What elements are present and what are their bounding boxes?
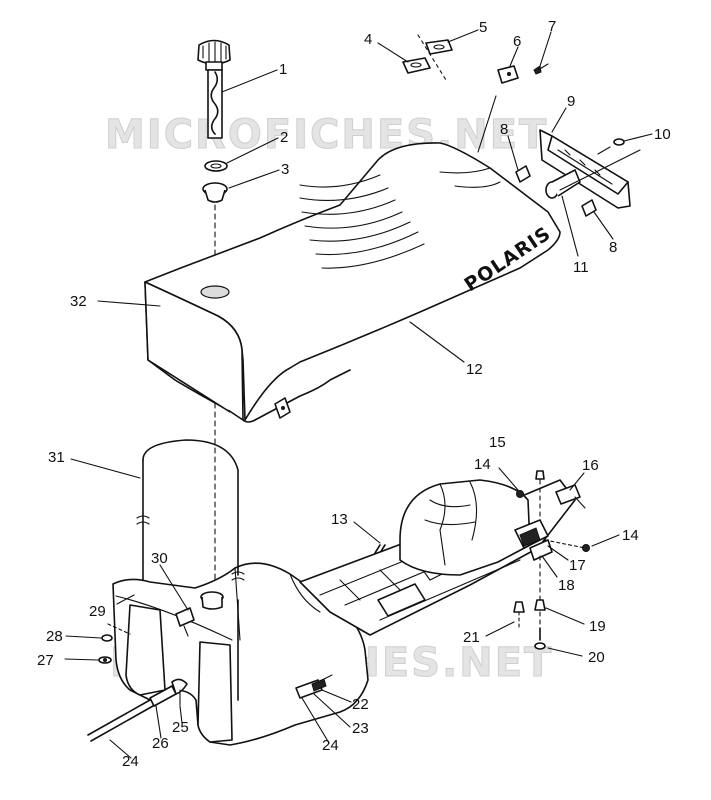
grommet-8b bbox=[581, 199, 597, 217]
callout-14a: 14 bbox=[474, 456, 491, 473]
grommet-19 bbox=[534, 599, 546, 611]
nut-14a bbox=[516, 490, 524, 498]
callout-3: 3 bbox=[281, 161, 289, 178]
callout-21: 21 bbox=[463, 629, 480, 646]
grommet-21 bbox=[513, 601, 525, 631]
screw-10 bbox=[597, 138, 625, 155]
callout-31: 31 bbox=[48, 449, 65, 466]
fuel-tank bbox=[112, 562, 369, 746]
callout-9: 9 bbox=[567, 93, 575, 110]
washer-27 bbox=[98, 656, 112, 664]
callout-6: 6 bbox=[513, 33, 521, 50]
callout-labels: 1 2 3 4 5 6 7 8 9 10 11 8 12 32 31 13 15… bbox=[37, 18, 671, 770]
bulb-socket-11 bbox=[545, 169, 581, 199]
switch-assembly bbox=[514, 519, 553, 561]
rivet-plate-5 bbox=[425, 39, 453, 55]
fuel-cap bbox=[197, 39, 231, 139]
callout-8a: 8 bbox=[500, 121, 508, 138]
callout-25: 25 bbox=[172, 719, 189, 736]
leader-lines bbox=[64, 29, 653, 759]
washer bbox=[204, 160, 228, 172]
callout-16: 16 bbox=[582, 457, 599, 474]
callout-26: 26 bbox=[152, 735, 169, 752]
bracket bbox=[555, 484, 581, 505]
callout-10: 10 bbox=[654, 126, 671, 143]
callout-24a: 24 bbox=[122, 753, 139, 770]
grommet-8a bbox=[515, 165, 531, 183]
callout-14b: 14 bbox=[622, 527, 639, 544]
callout-32: 32 bbox=[70, 293, 87, 310]
callout-29: 29 bbox=[89, 603, 106, 620]
washer-28 bbox=[101, 634, 113, 642]
callout-13: 13 bbox=[331, 511, 348, 528]
rivet-plate-4 bbox=[402, 57, 431, 74]
callout-19: 19 bbox=[589, 618, 606, 635]
fuel-fitting bbox=[295, 674, 333, 699]
callout-12: 12 bbox=[466, 361, 483, 378]
grommet bbox=[202, 182, 228, 203]
callout-18: 18 bbox=[558, 577, 575, 594]
callout-1: 1 bbox=[279, 61, 287, 78]
callout-4: 4 bbox=[364, 31, 372, 48]
watermark-top: MICROFICHES.NET bbox=[105, 112, 548, 158]
callout-20: 20 bbox=[588, 649, 605, 666]
callout-23: 23 bbox=[352, 720, 369, 737]
taillight-lens bbox=[539, 129, 631, 209]
clip-6 bbox=[497, 65, 519, 84]
callout-27: 27 bbox=[37, 652, 54, 669]
screw-15 bbox=[535, 470, 545, 521]
callout-30: 30 bbox=[151, 550, 168, 567]
callout-8b: 8 bbox=[609, 239, 617, 256]
callout-28: 28 bbox=[46, 628, 63, 645]
callout-15: 15 bbox=[489, 434, 506, 451]
callout-7: 7 bbox=[548, 18, 556, 35]
callout-17: 17 bbox=[569, 557, 586, 574]
callout-11: 11 bbox=[573, 259, 589, 276]
callout-5: 5 bbox=[479, 19, 487, 36]
callout-2: 2 bbox=[280, 129, 288, 146]
filler-hole bbox=[200, 285, 230, 299]
tank-strap bbox=[136, 439, 245, 701]
screw-7 bbox=[533, 63, 549, 75]
callout-24b: 24 bbox=[322, 737, 339, 754]
air-box bbox=[399, 479, 531, 576]
bolt-20 bbox=[534, 627, 546, 650]
vent-fitting bbox=[175, 607, 195, 637]
seat-assembly bbox=[144, 142, 561, 423]
fuel-line bbox=[87, 678, 188, 742]
callout-22: 22 bbox=[352, 696, 369, 713]
